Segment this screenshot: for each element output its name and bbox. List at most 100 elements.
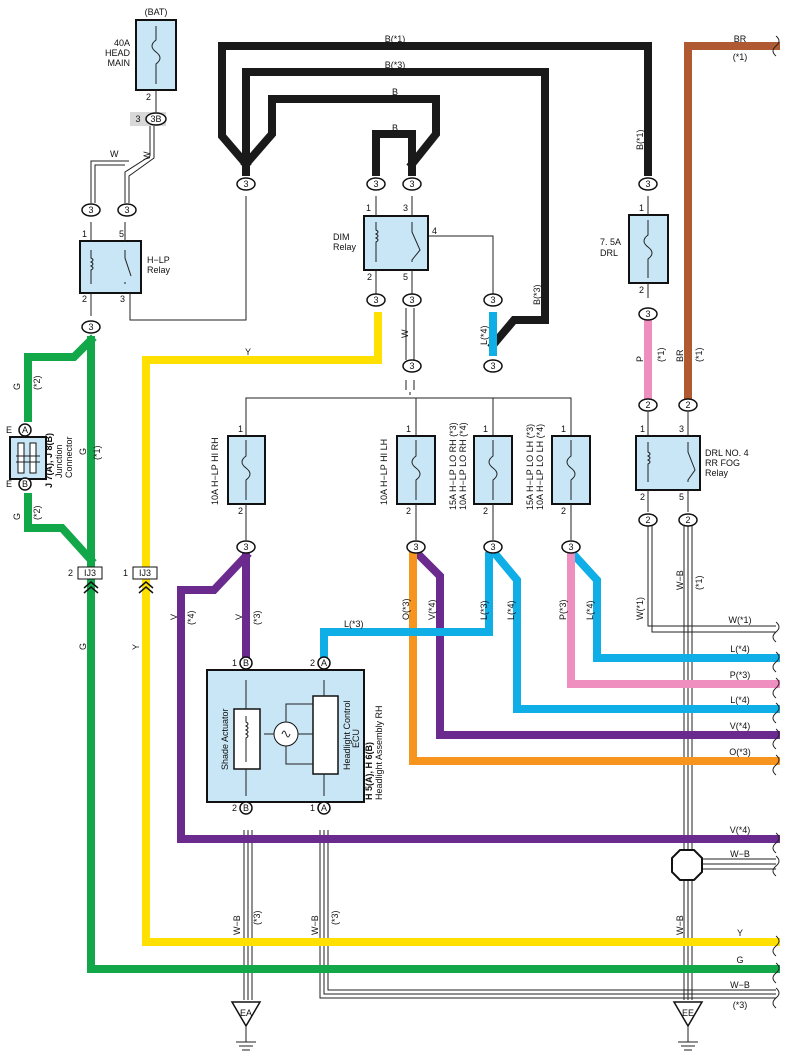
- conn-3-dim-5: 3: [402, 293, 422, 307]
- svg-text:3: 3: [409, 179, 414, 189]
- svg-text:O(*3): O(*3): [401, 598, 411, 620]
- connector-ij3-green: IJ3 2: [68, 566, 103, 594]
- junction-connector-j7-j8: A B E E J 7(A), J 8(B) Junction Connecto…: [6, 423, 74, 491]
- svg-text:V(*4): V(*4): [730, 825, 751, 835]
- svg-text:(*3): (*3): [733, 1000, 748, 1010]
- svg-text:Y: Y: [245, 347, 251, 357]
- svg-text:G: G: [12, 513, 22, 520]
- conn-2-drl-relay-3: 2: [678, 398, 698, 412]
- svg-text:7. 5A: 7. 5A: [600, 237, 621, 247]
- svg-text:40A: 40A: [114, 38, 130, 48]
- svg-text:W−B: W−B: [310, 915, 320, 935]
- svg-text:10A H−LP HI RH: 10A H−LP HI RH: [210, 437, 220, 505]
- svg-text:W−B: W−B: [675, 570, 685, 590]
- h-lp-relay: H−LP Relay 2 3 1 5: [79, 222, 171, 316]
- svg-text:1: 1: [82, 229, 87, 239]
- svg-text:W−B: W−B: [730, 980, 750, 990]
- svg-text:(BAT): (BAT): [145, 7, 168, 17]
- svg-text:3: 3: [135, 114, 140, 124]
- svg-text:(*1): (*1): [656, 347, 666, 362]
- svg-text:A: A: [321, 658, 327, 668]
- svg-text:5: 5: [679, 492, 684, 502]
- svg-text:Junction: Junction: [54, 444, 64, 478]
- svg-text:(*3): (*3): [252, 610, 262, 625]
- svg-text:10A H−LP LO RH (*4): 10A H−LP LO RH (*4): [458, 422, 468, 510]
- wire-pink-lo: [567, 552, 780, 688]
- svg-text:H 5(A), H 6(B): H 5(A), H 6(B): [364, 742, 374, 800]
- svg-text:3B: 3B: [150, 114, 161, 124]
- svg-text:L(*4): L(*4): [506, 600, 516, 620]
- svg-text:DIM: DIM: [333, 232, 350, 242]
- fuse-40a-head-main: (BAT) 40A HEAD MAIN 2: [105, 7, 177, 112]
- wire-blue-lo: [320, 550, 780, 713]
- conn-3-fuse-hi-rh: 3: [236, 540, 256, 554]
- svg-text:B: B: [22, 479, 28, 489]
- svg-text:2: 2: [561, 506, 566, 516]
- svg-text:2: 2: [146, 92, 151, 102]
- svg-text:(*2): (*2): [32, 375, 42, 390]
- conn-3-fuse-hi-lh: 3: [406, 540, 426, 554]
- svg-text:V: V: [169, 614, 179, 620]
- svg-text:1: 1: [123, 568, 128, 578]
- svg-text:2: 2: [639, 285, 644, 295]
- svg-text:(*1): (*1): [694, 575, 704, 590]
- svg-text:3: 3: [88, 205, 93, 215]
- svg-text:BR: BR: [734, 34, 747, 44]
- wire-orange: [409, 552, 780, 765]
- fuse-hlp-lo-lh: 1 2 15A H−LP LO LH (*3) 10A H−LP LO LH (…: [525, 424, 591, 540]
- svg-text:A: A: [22, 425, 28, 435]
- svg-text:L(*4): L(*4): [730, 695, 750, 705]
- svg-text:B: B: [392, 87, 398, 97]
- svg-text:1: 1: [639, 203, 644, 213]
- svg-text:15A H−LP LO RH (*3): 15A H−LP LO RH (*3): [448, 422, 458, 510]
- svg-text:E: E: [6, 479, 12, 489]
- pin-h5-a-top: A 2: [310, 656, 331, 670]
- conn-3-hlp-out: 3: [81, 320, 101, 334]
- svg-text:B(*1): B(*1): [635, 129, 645, 150]
- conn-2-drl-relay-5: 2: [678, 513, 698, 527]
- pin-h6-b-bottom: B 2: [232, 801, 253, 815]
- svg-text:(*1): (*1): [694, 347, 704, 362]
- svg-text:3: 3: [403, 203, 408, 213]
- svg-text:2: 2: [310, 658, 315, 668]
- svg-text:L(*3): L(*3): [344, 619, 364, 629]
- svg-text:Y: Y: [131, 644, 141, 650]
- svg-text:V(*4): V(*4): [427, 599, 437, 620]
- svg-text:1: 1: [483, 424, 488, 434]
- svg-text:W(*1): W(*1): [729, 615, 752, 625]
- svg-text:3: 3: [373, 295, 378, 305]
- splice-point-wb: [671, 849, 703, 881]
- svg-text:Relay: Relay: [147, 265, 171, 275]
- conn-3-fuse-lo-lh: 3: [561, 540, 581, 554]
- svg-text:Y: Y: [737, 928, 743, 938]
- pin-h5-a-bottom: A 1: [310, 801, 331, 815]
- fuse-hlp-lo-rh: 1 2 15A H−LP LO RH (*3) 10A H−LP LO RH (…: [448, 422, 513, 540]
- svg-text:15A H−LP LO LH (*3): 15A H−LP LO LH (*3): [525, 424, 535, 510]
- wire-labels: B(*1) B(*3) B B BR (*1) W W B(*1) B(*3) …: [12, 34, 747, 935]
- svg-text:W: W: [110, 149, 119, 159]
- svg-text:L(*4): L(*4): [730, 644, 750, 654]
- svg-text:ECU: ECU: [351, 729, 361, 748]
- svg-text:B: B: [243, 658, 249, 668]
- svg-text:W−B: W−B: [232, 915, 242, 935]
- svg-text:3: 3: [490, 542, 495, 552]
- svg-text:W(*1): W(*1): [635, 597, 645, 620]
- svg-text:P(*3): P(*3): [730, 670, 751, 680]
- svg-text:Connector: Connector: [64, 436, 74, 478]
- svg-text:B: B: [243, 803, 249, 813]
- svg-text:E: E: [6, 425, 12, 435]
- conn-3-dim-1: 3: [366, 177, 386, 191]
- svg-text:3: 3: [88, 322, 93, 332]
- fuse-10a-hlp-hi-rh: 1 2 10A H−LP HI RH: [210, 424, 266, 540]
- svg-text:Shade Actuator: Shade Actuator: [220, 708, 230, 770]
- svg-text:1: 1: [366, 203, 371, 213]
- svg-text:A: A: [321, 803, 327, 813]
- svg-text:B(*3): B(*3): [532, 284, 542, 305]
- svg-text:10A H−LP LO LH (*4): 10A H−LP LO LH (*4): [535, 424, 545, 510]
- svg-text:3: 3: [409, 361, 414, 371]
- svg-text:3: 3: [243, 179, 248, 189]
- svg-text:DRL NO. 4: DRL NO. 4: [705, 448, 749, 458]
- svg-text:2: 2: [238, 506, 243, 516]
- svg-text:4: 4: [432, 226, 437, 236]
- svg-text:HEAD: HEAD: [105, 48, 131, 58]
